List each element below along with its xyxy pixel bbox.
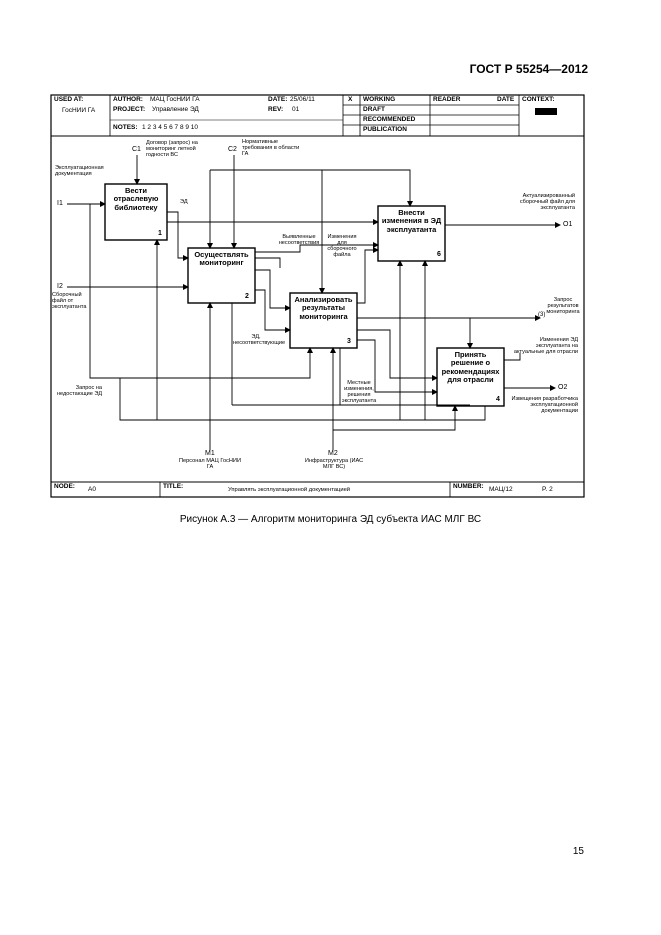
box-6-title: Внести изменения в ЭД эксплуатанта xyxy=(381,208,442,234)
date-label: DATE: xyxy=(268,96,288,103)
box-4-title: Принять решение о рекомендациях для отра… xyxy=(441,350,500,384)
outer-frame xyxy=(50,94,585,498)
request-ed-label: Запрос на недостающие ЭД xyxy=(56,385,102,398)
notes-value: 1 2 3 4 5 6 7 8 9 10 xyxy=(142,124,199,131)
reader-date-label: DATE xyxy=(497,96,515,103)
notes-label: NOTES: xyxy=(113,124,138,131)
standard-number: ГОСТ Р 55254—2012 xyxy=(469,62,588,76)
o1-text: Актуализированный сборочный файл для экс… xyxy=(519,193,575,212)
changes-for-file-label: Изменения для сборочного файла xyxy=(327,234,357,259)
author-label: AUTHOR: xyxy=(113,96,143,103)
used-at-value: ГосНИИ ГА xyxy=(62,107,96,114)
i2-code: I2 xyxy=(57,283,63,290)
box-6-number: 6 xyxy=(437,251,441,258)
status-draft: DRAFT xyxy=(363,106,386,113)
i1-code: I1 xyxy=(57,200,63,207)
box-3-title: Анализировать результаты мониторинга xyxy=(294,295,353,321)
reader-label: READER xyxy=(433,96,461,103)
project-label: PROJECT: xyxy=(113,106,146,113)
status-working: WORKING xyxy=(363,96,396,103)
used-at-label: USED AT: xyxy=(54,96,84,103)
changes-ed-text: Изменения ЭД эксплуатанта на актуальные … xyxy=(513,337,578,356)
c1-text: Договор (запрос) на мониторинг летной го… xyxy=(146,140,198,159)
ed-label: ЭД xyxy=(180,199,188,205)
o1-code: O1 xyxy=(563,221,573,228)
found-issues-label: Выявленные несоответствия xyxy=(278,234,320,247)
c2-text: Нормативные требования в области ГА xyxy=(242,139,300,158)
node-value: A0 xyxy=(88,486,96,493)
status-publication: PUBLICATION xyxy=(363,126,407,133)
c2-code: C2 xyxy=(228,146,237,153)
i1-text: Эксплуатационная документация xyxy=(55,165,104,178)
figure-caption: Рисунок А.3 — Алгоритм мониторинга ЭД су… xyxy=(179,514,482,525)
o2-code: O2 xyxy=(558,384,568,391)
page-value: P. 2 xyxy=(542,486,553,493)
m2-code: M2 xyxy=(328,450,338,457)
box-4-number: 4 xyxy=(496,396,500,403)
rev-value: 01 xyxy=(292,106,300,113)
box-2-number: 2 xyxy=(245,293,249,300)
x-mark: X xyxy=(348,96,353,103)
box-2 xyxy=(187,247,256,304)
i2-text: Сборочный файл от эксплуатанта xyxy=(52,292,87,311)
page-number: 15 xyxy=(572,846,584,857)
o3-text: Запрос результатов мониторинга xyxy=(546,297,580,316)
o3-tag: (3) xyxy=(538,312,546,318)
rev-label: REV: xyxy=(268,106,284,113)
node-label: NODE: xyxy=(54,483,75,490)
date-value: 25/06/11 xyxy=(290,96,315,103)
number-value: МАЦ/12 xyxy=(489,486,513,493)
m1-code: M1 xyxy=(205,450,215,457)
m2-text: Инфраструктура (ИАС МЛГ ВС) xyxy=(304,458,364,471)
title-value: Управлять эксплуатационной документацией xyxy=(228,487,351,493)
context-label: CONTEXT: xyxy=(522,96,555,103)
local-changes-label: Местные изменения, решения эксплуатанта xyxy=(341,380,377,405)
box-3-number: 3 xyxy=(347,338,351,345)
status-recommended: RECOMMENDED xyxy=(363,116,416,123)
m1-text: Персонал МАЦ ГосНИИ ГА xyxy=(179,458,241,471)
project-value: Управление ЭД xyxy=(152,106,199,113)
box-1-title: Вести отраслевую библиотеку xyxy=(113,186,159,212)
title-label: TITLE: xyxy=(163,483,184,490)
box-1-number: 1 xyxy=(158,230,162,237)
number-label: NUMBER: xyxy=(453,483,484,490)
o2-text: Извещения разработчика эксплуатационной … xyxy=(511,396,578,415)
author-value: МАЦ ГосНИИ ГА xyxy=(150,96,200,103)
c1-code: C1 xyxy=(132,146,141,153)
box-2-title: Осуществлять мониторинг xyxy=(194,250,249,268)
ed-not-matching-label: ЭД, несоответствующие xyxy=(233,334,286,347)
